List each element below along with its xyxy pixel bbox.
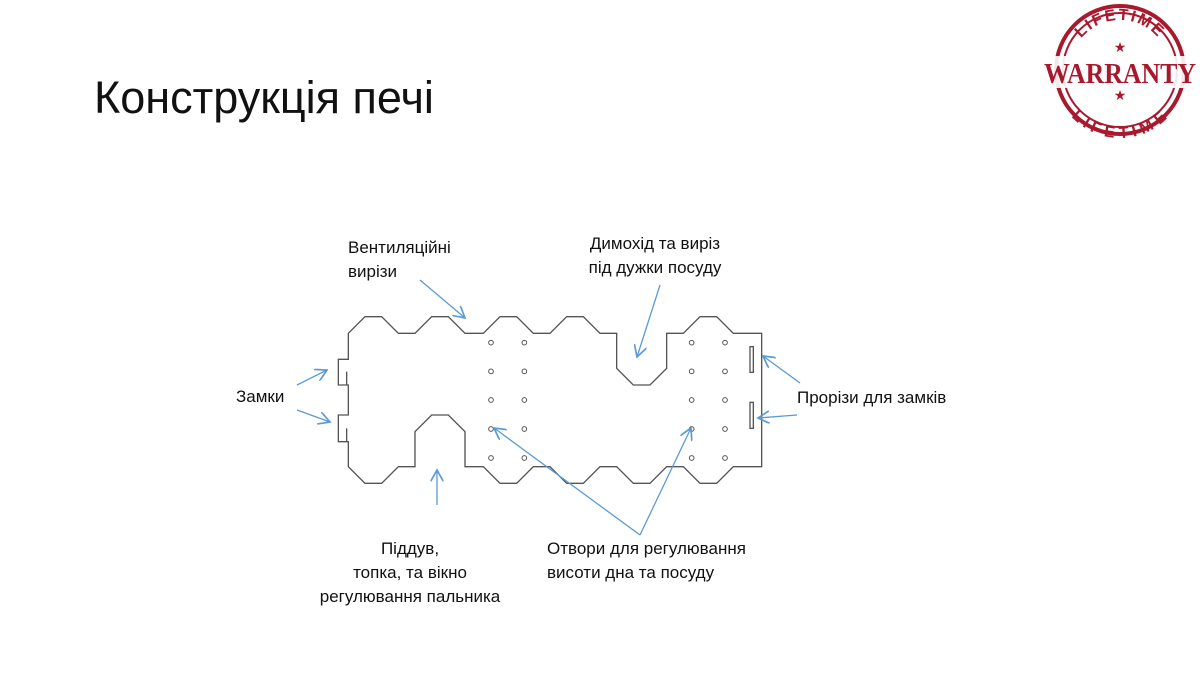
adjustment-hole [722,455,728,461]
adjustment-hole [488,397,494,403]
adjustment-hole [722,339,728,346]
svg-text:★: ★ [1114,87,1127,103]
label-locks: Замки [236,387,285,406]
adjustment-hole [521,368,528,375]
slide-title: Конструкція печі [94,72,434,123]
adjustment-hole [488,368,494,375]
adjustment-hole [722,368,728,375]
adjustment-hole [722,426,728,432]
stamp-word: WARRANTY [1044,59,1196,90]
stove-panel-outline [337,316,763,484]
adjustment-hole [521,397,528,403]
svg-text:★: ★ [1114,39,1127,55]
adjustment-hole [688,455,695,461]
warranty-stamp: LIFETIME LIFETIME ★ ★ WARRANTY [1042,4,1200,140]
adjustment-hole [688,368,695,375]
adjustment-hole [722,397,728,403]
adjustment-hole [688,397,695,403]
adjustment-hole [521,339,528,346]
label-lock-slots: Прорізи для замків [797,388,947,407]
adjustment-hole [521,426,528,432]
adjustment-hole [521,455,528,461]
adjustment-hole [688,339,695,346]
adjustment-hole [488,455,494,461]
adjustment-hole [488,339,494,346]
